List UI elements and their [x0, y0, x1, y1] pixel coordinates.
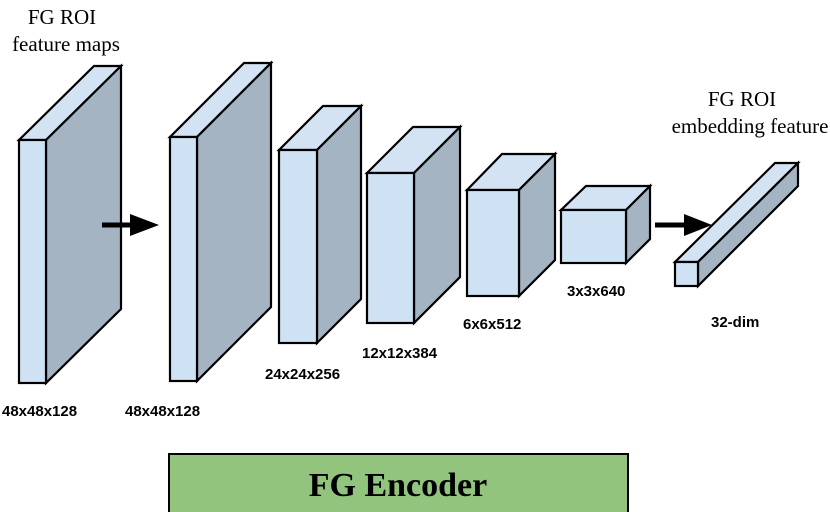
- feature-block-1: [16, 63, 124, 386]
- output-title-line2: embedding feature: [672, 114, 829, 138]
- encoder-box: FG Encoder: [168, 453, 629, 512]
- block-label: 12x12x384: [362, 345, 438, 362]
- arrow-icon: [655, 214, 712, 236]
- block-label: 3x3x640: [567, 283, 625, 300]
- output-title-line1: FG ROI: [708, 87, 776, 111]
- input-title-line2: feature maps: [12, 32, 120, 56]
- feature-block-6: [558, 183, 653, 266]
- block-label: 24x24x256: [265, 366, 340, 383]
- encoder-label: FG Encoder: [309, 467, 487, 504]
- feature-block-5: [464, 151, 558, 299]
- embedding-vector: [672, 160, 801, 289]
- feature-block-4: [364, 124, 463, 326]
- block-label: 48x48x128: [125, 403, 200, 420]
- input-title-line1: FG ROI: [28, 5, 96, 29]
- arrow-icon: [102, 214, 159, 236]
- block-label: 32-dim: [711, 314, 759, 331]
- block-label: 48x48x128: [2, 403, 77, 420]
- feature-block-3: [276, 103, 364, 346]
- block-label: 6x6x512: [463, 316, 521, 333]
- feature-block-2: [167, 60, 274, 384]
